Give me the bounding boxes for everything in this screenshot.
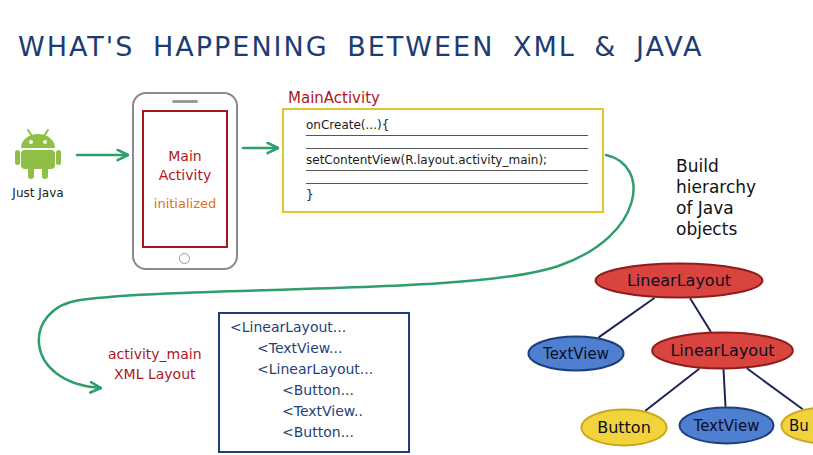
android-leg <box>28 166 34 179</box>
tree-node-label: LinearLayout <box>627 271 731 290</box>
android-eye <box>43 140 47 144</box>
ellipse-shape <box>679 408 773 444</box>
tree-node-label: TextView <box>694 417 760 435</box>
tree-node-label: Button <box>597 418 651 437</box>
flow-arrow <box>243 147 278 150</box>
box-heading: activity_main XML Layout <box>108 344 202 384</box>
ellipse-shape <box>596 263 763 297</box>
tree-node-label: TextView <box>543 345 609 363</box>
tree-link <box>748 369 803 409</box>
screen-status: initialized <box>154 195 216 212</box>
android-body <box>21 150 55 169</box>
tree-link <box>724 370 726 406</box>
tree-node: LinearLayout <box>650 331 795 370</box>
android-arm <box>56 150 61 165</box>
phone-screen-box: Main Activity initialized <box>132 92 238 270</box>
android-leg <box>42 166 48 179</box>
phone-speaker <box>172 100 198 103</box>
ellipse-shape <box>781 408 813 444</box>
ellipse-shape <box>581 410 666 446</box>
android-icon <box>15 128 61 180</box>
flow-arrow <box>77 154 128 157</box>
tree-node-label: LinearLayout <box>670 341 774 360</box>
code-box-frame: onCreate(...){ setContentView(R.layout.ac… <box>282 108 604 213</box>
android-eye <box>29 140 33 144</box>
xml-line: <TextView... <box>257 338 408 359</box>
ruled-line <box>306 136 588 149</box>
tree-node: TextView <box>678 406 775 445</box>
ruled-line <box>306 171 588 184</box>
tree-node: TextView <box>527 335 625 372</box>
tree-node: Button <box>580 408 668 447</box>
xml-line: <TextView.. <box>282 401 408 422</box>
note-label: Build hierarchy of Java objects <box>676 156 776 240</box>
code-line: onCreate(...){ <box>306 115 389 135</box>
tree-node: LinearLayout <box>593 262 765 299</box>
tree-link <box>690 299 710 331</box>
android-arm <box>15 150 20 165</box>
phone-screen: Main Activity initialized <box>142 110 228 248</box>
xml-line: <Button... <box>282 380 408 401</box>
xml-box-frame: <LinearLayout...<TextView...<LinearLayou… <box>218 312 410 453</box>
tree-node: Bu <box>780 406 813 445</box>
code-row: setContentView(R.layout.activity_main); <box>306 149 588 171</box>
diagram-title: WHAT'S HAPPENING BETWEEN XML & JAVA <box>18 30 703 64</box>
icon-holder <box>4 128 72 182</box>
code-box: MainActivity onCreate(...){ setContentView… <box>282 88 604 213</box>
android-head <box>21 134 55 148</box>
xml-line: <LinearLayout... <box>230 317 408 338</box>
code-row: onCreate(...){ <box>306 114 588 136</box>
screen-title: Main Activity <box>146 147 224 185</box>
ellipse-shape <box>528 336 623 370</box>
code-line: } <box>306 185 314 205</box>
app-icon-node: Just Java <box>4 128 72 201</box>
app-name: Just Java <box>12 186 63 201</box>
code-row: } <box>306 184 588 205</box>
xml-line: <Button... <box>282 422 408 443</box>
code-line: setContentView(R.layout.activity_main); <box>306 150 547 170</box>
box-heading: MainActivity <box>288 88 604 108</box>
phone-home-button <box>179 253 190 264</box>
xml-line: <LinearLayout... <box>257 359 408 380</box>
tree-link <box>599 298 654 337</box>
xml-layout-box: activity_main XML Layout <LinearLayout...… <box>104 312 410 453</box>
tree-link <box>646 369 699 411</box>
tree-node-label: Bu <box>789 417 809 435</box>
ellipse-shape <box>652 333 793 369</box>
